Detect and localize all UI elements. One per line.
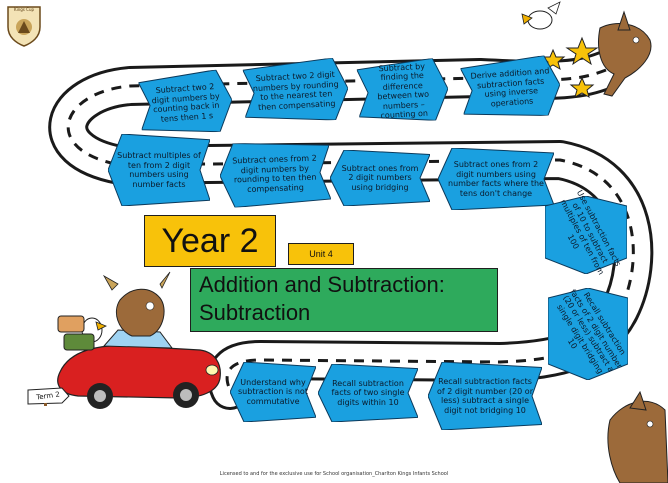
unit-title: Addition and Subtraction: Subtraction: [190, 268, 498, 332]
step-text: Subtract multiples of ten from 2 digit n…: [117, 151, 201, 189]
step-arrow-shape: [545, 196, 627, 274]
step-box-8: Subtract ones from 2 digit numbers using…: [438, 148, 554, 210]
step-box-6: Subtract ones from 2 digit numbers by ro…: [219, 140, 332, 208]
step-text: Subtract ones from 2 digit numbers using…: [341, 163, 419, 192]
step-box-10: Recall subtraction facts of 2 digit numb…: [548, 288, 628, 380]
step-arrow-shape: [230, 362, 316, 422]
step-arrow-shape: [548, 288, 628, 380]
step-box-1: Subtract two 2 digit numbers by counting…: [137, 69, 234, 137]
year-label: Year 2: [144, 215, 276, 267]
step-arrow-shape: [428, 362, 542, 430]
step-arrow-shape: [330, 150, 430, 206]
step-box-4: Derive addition and subtraction facts us…: [460, 55, 562, 122]
step-arrow-shape: [137, 69, 233, 133]
step-box-9: Use subtraction facts of 10 to subtract …: [545, 189, 627, 276]
step-box-2: Subtract two 2 digit numbers by rounding…: [242, 57, 349, 124]
unit-title-line1: Addition and Subtraction:: [199, 272, 445, 297]
step-text: Subtract ones from 2 digit numbers by ro…: [232, 153, 317, 194]
school-badge-text: Kings Cup: [13, 7, 35, 12]
step-text: Subtract by finding the difference betwe…: [377, 61, 430, 121]
step-text: Derive addition and subtraction facts us…: [470, 66, 550, 108]
step-text: Subtract two 2 digit numbers by rounding…: [252, 69, 339, 112]
unit-label: Unit 4: [288, 243, 354, 265]
step-arrow-shape: [460, 55, 561, 116]
step-text: Recall subtraction facts of 2 digit numb…: [437, 377, 533, 415]
step-arrow-shape: [219, 142, 332, 208]
license-footer: Licensed to and for the exclusive use fo…: [219, 471, 449, 477]
step-text: Subtract two 2 digit numbers by counting…: [151, 81, 220, 124]
term-signpost: [27, 387, 70, 406]
step-arrow-shape: [108, 134, 210, 206]
step-box-7: Subtract ones from 2 digit numbers using…: [330, 150, 430, 206]
step-box-3: Subtract by finding the difference betwe…: [356, 57, 449, 125]
step-box-5: Subtract multiples of ten from 2 digit n…: [108, 134, 210, 206]
school-badge-logo: [7, 6, 41, 47]
step-text: Understand why subtraction is not commut…: [238, 377, 308, 406]
step-arrow-shape: [356, 57, 449, 121]
step-box-11: Understand why subtraction is not commut…: [230, 362, 316, 422]
step-box-13: Recall subtraction facts of 2 digit numb…: [428, 362, 542, 430]
step-text: Recall subtraction facts of two single d…: [331, 378, 405, 407]
step-arrow-shape: [438, 148, 554, 210]
step-arrow-shape: [242, 57, 349, 121]
unit-title-line2: Subtraction: [199, 300, 311, 325]
step-box-12: Recall subtraction facts of two single d…: [318, 364, 418, 422]
step-arrow-shape: [318, 364, 418, 422]
step-text: Subtract ones from 2 digit numbers using…: [448, 160, 544, 198]
